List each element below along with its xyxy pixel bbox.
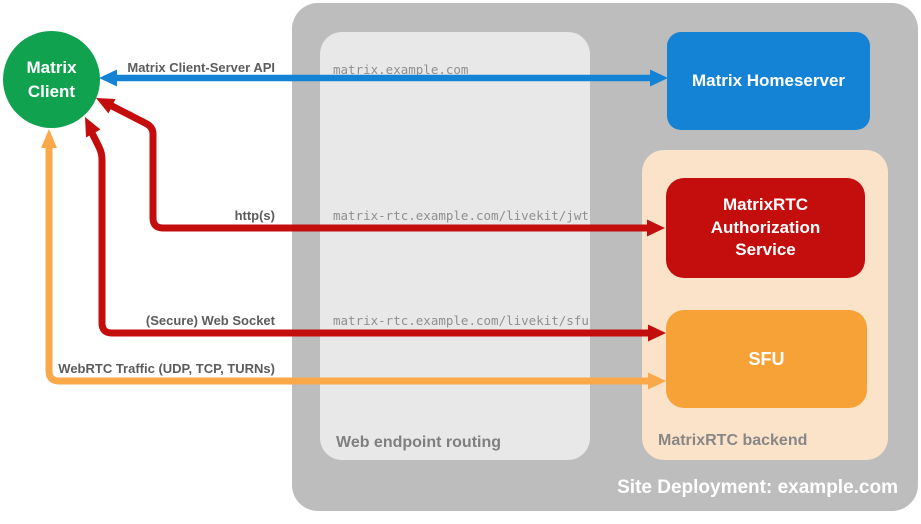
secure-web-socket-label: (Secure) Web Socket [145,313,275,328]
site-deployment-caption: Site Deployment: example.com [617,477,898,498]
sfu-node: SFU [666,310,867,408]
https-label: http(s) [234,208,275,223]
matrixrtc-authorization-service-node: MatrixRTC Authorization Service [666,178,865,278]
client-server-api-label: Matrix Client-Server API [127,60,275,75]
livekit-sfu-route-label: matrix-rtc.example.com/livekit/sfu [333,313,589,328]
webrtc-traffic-label: WebRTC Traffic (UDP, TCP, TURNs) [58,361,275,376]
matrixrtc-backend-caption: MatrixRTC backend [658,432,808,449]
matrix-domain-route-label: matrix.example.com [333,62,469,77]
livekit-jwt-route-label: matrix-rtc.example.com/livekit/jwt [333,208,589,223]
web-endpoint-routing-caption: Web endpoint routing [336,434,502,451]
matrix-client-node: Matrix Client [3,31,100,128]
matrix-homeserver-node: Matrix Homeserver [667,32,870,130]
web-endpoint-routing-panel [320,32,590,460]
